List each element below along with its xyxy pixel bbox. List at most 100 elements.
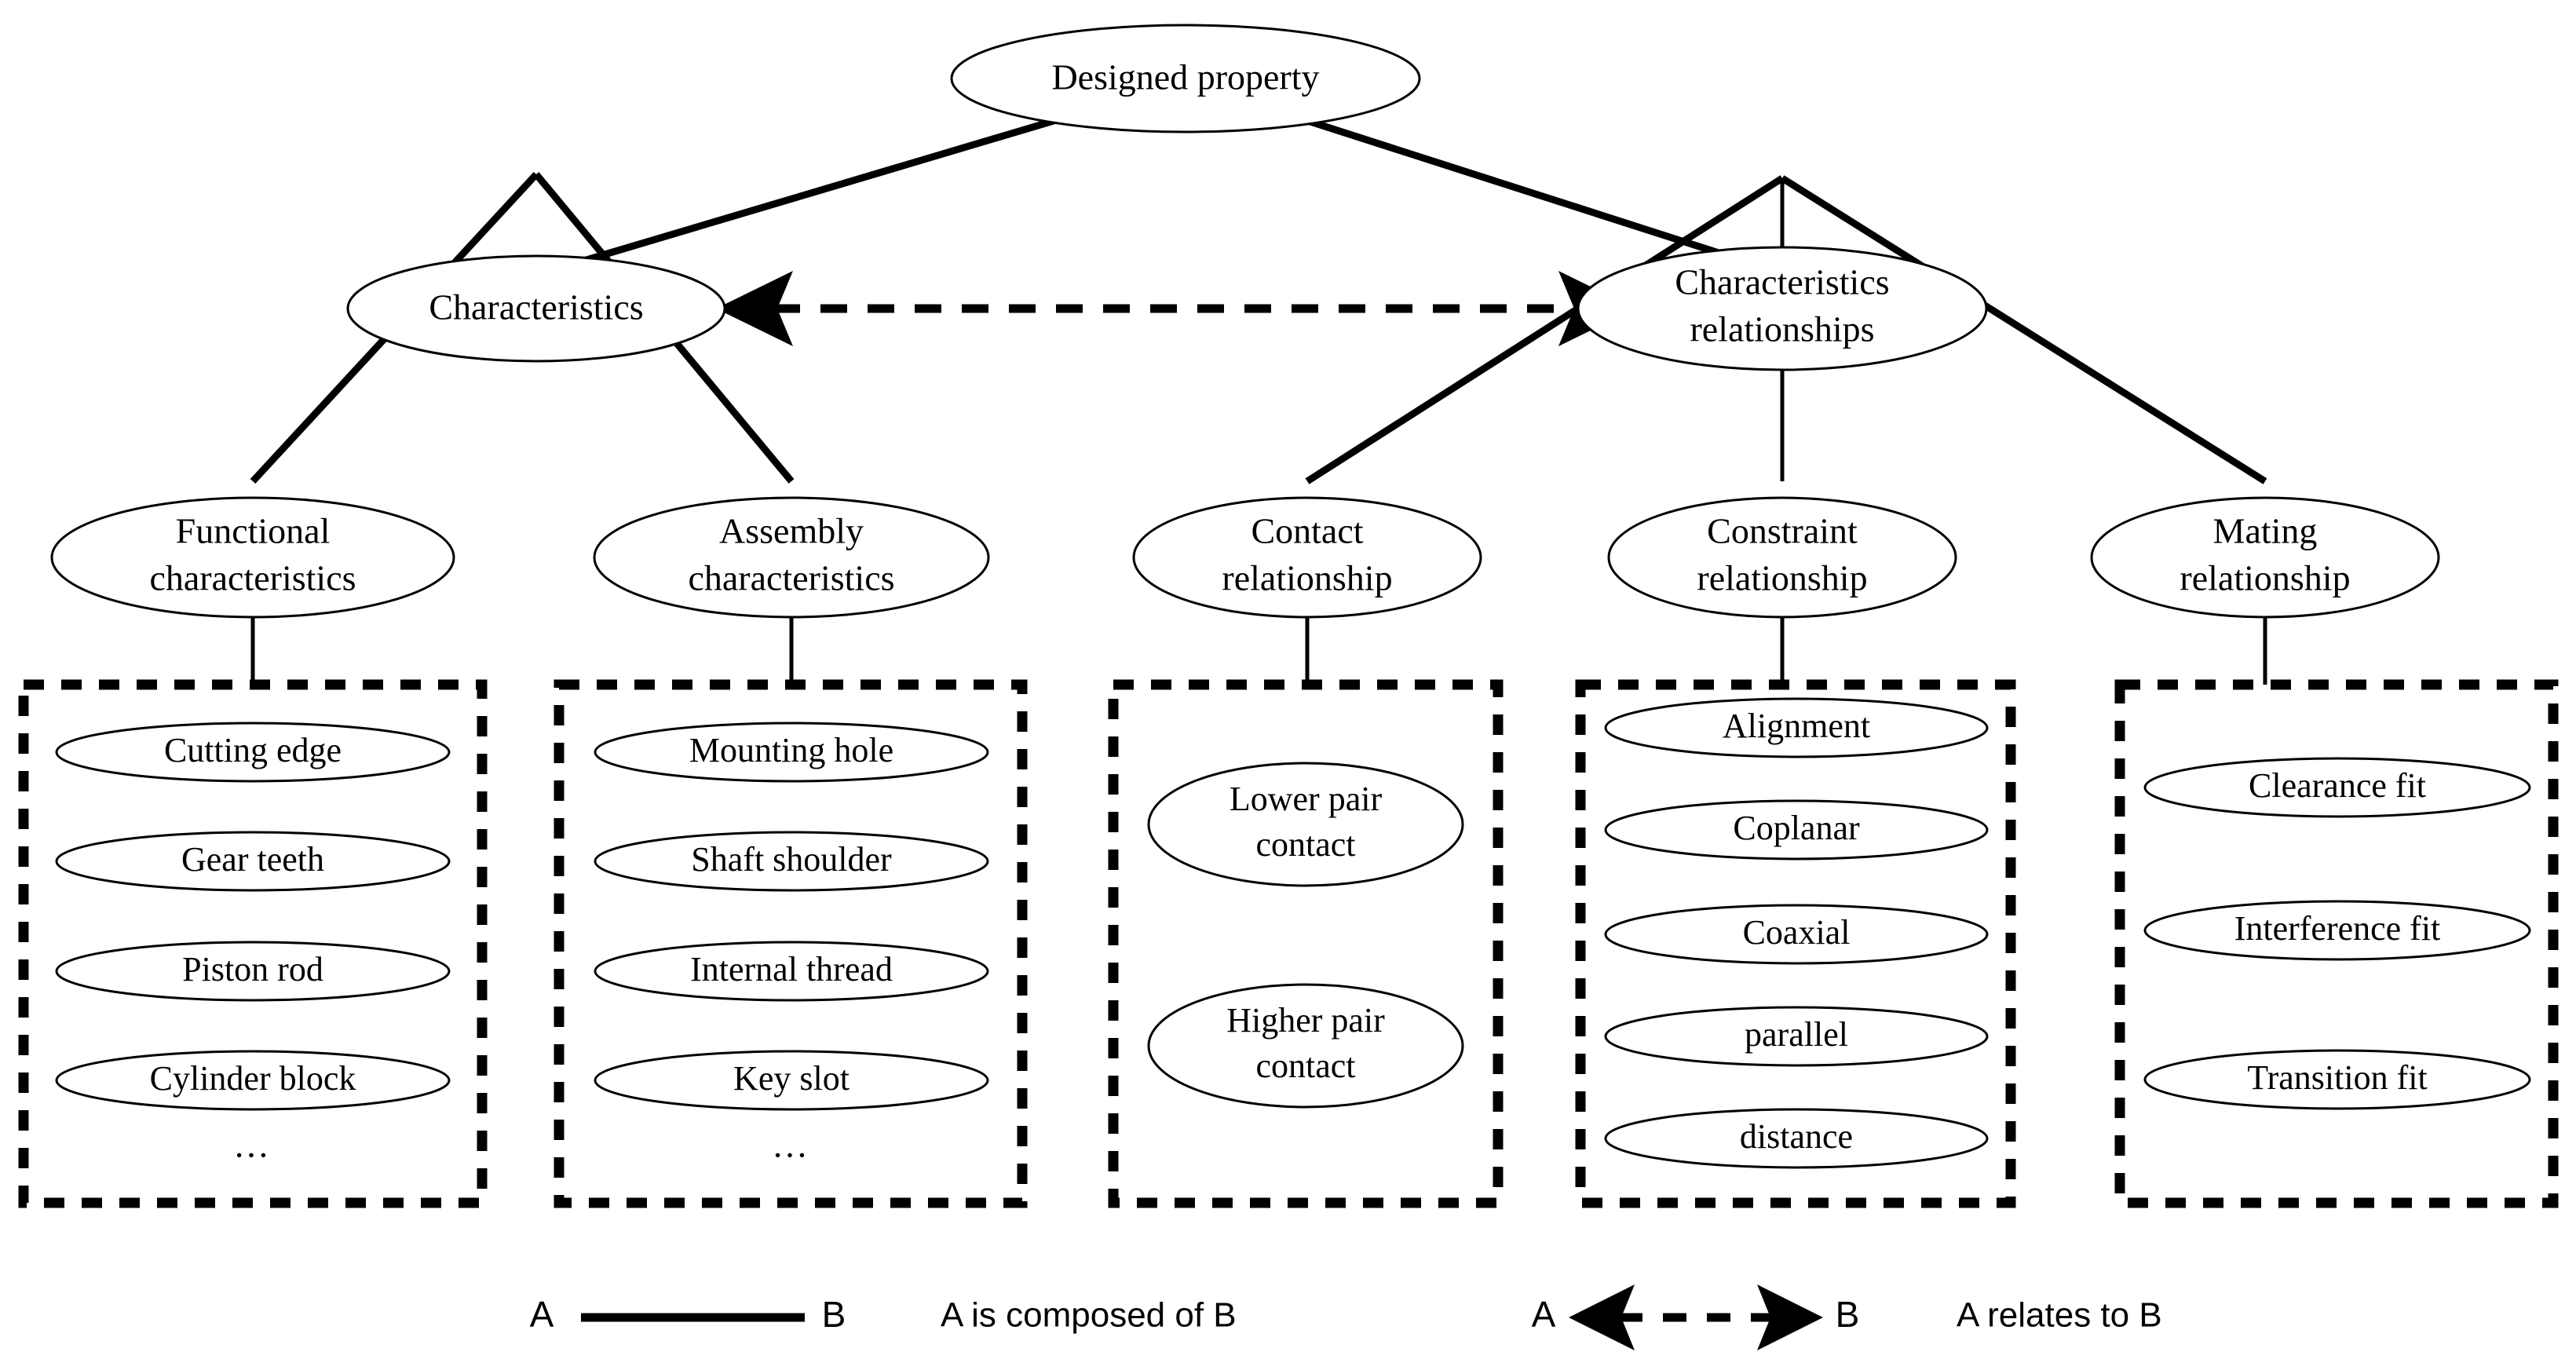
legend-composed-to-label: B [822,1294,846,1335]
leaf-parallel[interactable]: parallel [1604,1006,1989,1067]
characteristics-relationships-label-line1: Characteristics [1675,262,1889,302]
cylinder-block-ellipse [55,1050,451,1111]
node-functional-characteristics[interactable]: Functional characteristics [50,496,455,619]
characteristics-relationships-label-line2: relationships [1690,309,1874,349]
distance-ellipse [1604,1108,1989,1169]
edge-relationships-to-mating [1780,175,2267,484]
constraint-relationship-label-line2: relationship [1697,558,1867,598]
legend-item-composed-of: A B A is composed of B [530,1294,1237,1335]
piston-rod-label: Piston rod [182,950,323,988]
node-assembly-characteristics[interactable]: Assembly characteristics [593,496,990,619]
assembly-characteristics-label-line2: characteristics [688,558,894,598]
higher-pair-contact-ellipse [1147,983,1464,1109]
assembly-characteristics-ellipsis: … [772,1125,811,1165]
mating-relationship-label-line2: relationship [2180,558,2350,598]
lower-pair-contact-label-line1: Lower pair [1230,780,1383,818]
interference-fit-label: Interference fit [2234,909,2441,948]
leaf-transition-fit[interactable]: Transition fit [2143,1049,2531,1110]
group-assembly-characteristics: Mounting hole Shaft shoulder Internal th… [554,679,1028,1208]
assembly-characteristics-ellipse [593,496,990,619]
assembly-characteristics-label-line1: Assembly [719,511,864,551]
leaf-lower-pair-contact[interactable]: Lower pair contact [1147,762,1464,887]
leaf-interference-fit[interactable]: Interference fit [2143,900,2531,961]
lower-pair-contact-ellipse [1147,762,1464,887]
contact-relationship-label-line1: Contact [1251,511,1363,551]
group-constraint-relationship: Alignment Coplanar Coaxial parallel dist… [1575,679,2016,1208]
leaf-internal-thread[interactable]: Internal thread [594,941,989,1002]
leaf-clearance-fit[interactable]: Clearance fit [2143,757,2531,818]
leaf-shaft-shoulder[interactable]: Shaft shoulder [594,831,989,892]
functional-characteristics-group-box [18,679,488,1208]
leaf-higher-pair-contact[interactable]: Higher pair contact [1147,983,1464,1109]
leaf-key-slot[interactable]: Key slot [594,1050,989,1111]
clearance-fit-ellipse [2143,757,2531,818]
cylinder-block-label: Cylinder block [150,1059,356,1098]
assembly-characteristics-group-box [554,679,1028,1208]
functional-characteristics-ellipse [50,496,455,619]
leaf-coplanar[interactable]: Coplanar [1604,799,1989,861]
edge-characteristics-relates-relationships [716,271,1635,346]
legend: A B A is composed of B A B A relates to … [530,1284,2162,1350]
transition-fit-label: Transition fit [2247,1058,2427,1097]
piston-rod-ellipse [55,941,451,1002]
cutting-edge-ellipse [55,722,451,783]
constraint-relationship-ellipse [1607,496,1957,619]
leaf-distance[interactable]: distance [1604,1108,1989,1169]
contact-relationship-label-line2: relationship [1222,558,1392,598]
leaf-cylinder-block[interactable]: Cylinder block [55,1050,451,1111]
group-functional-characteristics: Cutting edge Gear teeth Piston rod Cylin… [18,679,488,1208]
legend-relates-from-label: A [1532,1294,1556,1335]
distance-label: distance [1740,1117,1853,1156]
legend-relates-to-label: B [1836,1294,1860,1335]
functional-characteristics-label-line1: Functional [176,511,331,551]
coaxial-label: Coaxial [1743,913,1851,952]
leaf-gear-teeth[interactable]: Gear teeth [55,831,451,892]
legend-composed-from-label: A [530,1294,554,1335]
mating-relationship-label-line1: Mating [2213,511,2318,551]
alignment-ellipse [1604,697,1989,758]
cutting-edge-label: Cutting edge [164,731,342,769]
characteristics-ellipse [346,254,726,363]
leaf-cutting-edge[interactable]: Cutting edge [55,722,451,783]
internal-thread-ellipse [594,941,989,1002]
characteristics-label: Characteristics [429,287,643,327]
contact-relationship-ellipse [1132,496,1482,619]
node-characteristics-relationships[interactable]: Characteristics relationships [1577,246,1988,371]
key-slot-label: Key slot [733,1059,850,1098]
higher-pair-contact-label-line1: Higher pair [1226,1001,1385,1040]
mounting-hole-ellipse [594,722,989,783]
leaf-alignment[interactable]: Alignment [1604,697,1989,758]
key-slot-ellipse [594,1050,989,1111]
leaf-piston-rod[interactable]: Piston rod [55,941,451,1002]
node-contact-relationship[interactable]: Contact relationship [1132,496,1482,619]
node-constraint-relationship[interactable]: Constraint relationship [1607,496,1957,619]
legend-relates-arrow-left [1569,1284,1635,1350]
node-mating-relationship[interactable]: Mating relationship [2090,496,2440,619]
legend-relates-description: A relates to B [1957,1296,2162,1335]
coplanar-ellipse [1604,799,1989,861]
legend-relates-arrow-right [1757,1284,1823,1350]
parallel-ellipse [1604,1006,1989,1067]
clearance-fit-label: Clearance fit [2249,766,2426,805]
constraint-relationship-group-box [1575,679,2016,1208]
transition-fit-ellipse [2143,1049,2531,1110]
higher-pair-contact-label-line2: contact [1255,1047,1355,1085]
leaf-coaxial[interactable]: Coaxial [1604,904,1989,965]
node-designed-property[interactable]: Designed property [950,24,1421,133]
gear-teeth-label: Gear teeth [181,840,324,879]
mounting-hole-label: Mounting hole [689,731,893,769]
group-contact-relationship: Lower pair contact Higher pair contact [1108,679,1504,1208]
designed-property-ellipse [950,24,1421,133]
coaxial-ellipse [1604,904,1989,965]
contact-relationship-group-box [1108,679,1504,1208]
shaft-shoulder-ellipse [594,831,989,892]
internal-thread-label: Internal thread [690,950,893,988]
leaf-mounting-hole[interactable]: Mounting hole [594,722,989,783]
constraint-relationship-label-line1: Constraint [1707,511,1858,551]
gear-teeth-ellipse [55,831,451,892]
designed-property-label: Designed property [1051,57,1319,97]
mating-relationship-ellipse [2090,496,2440,619]
node-characteristics[interactable]: Characteristics [346,254,726,363]
